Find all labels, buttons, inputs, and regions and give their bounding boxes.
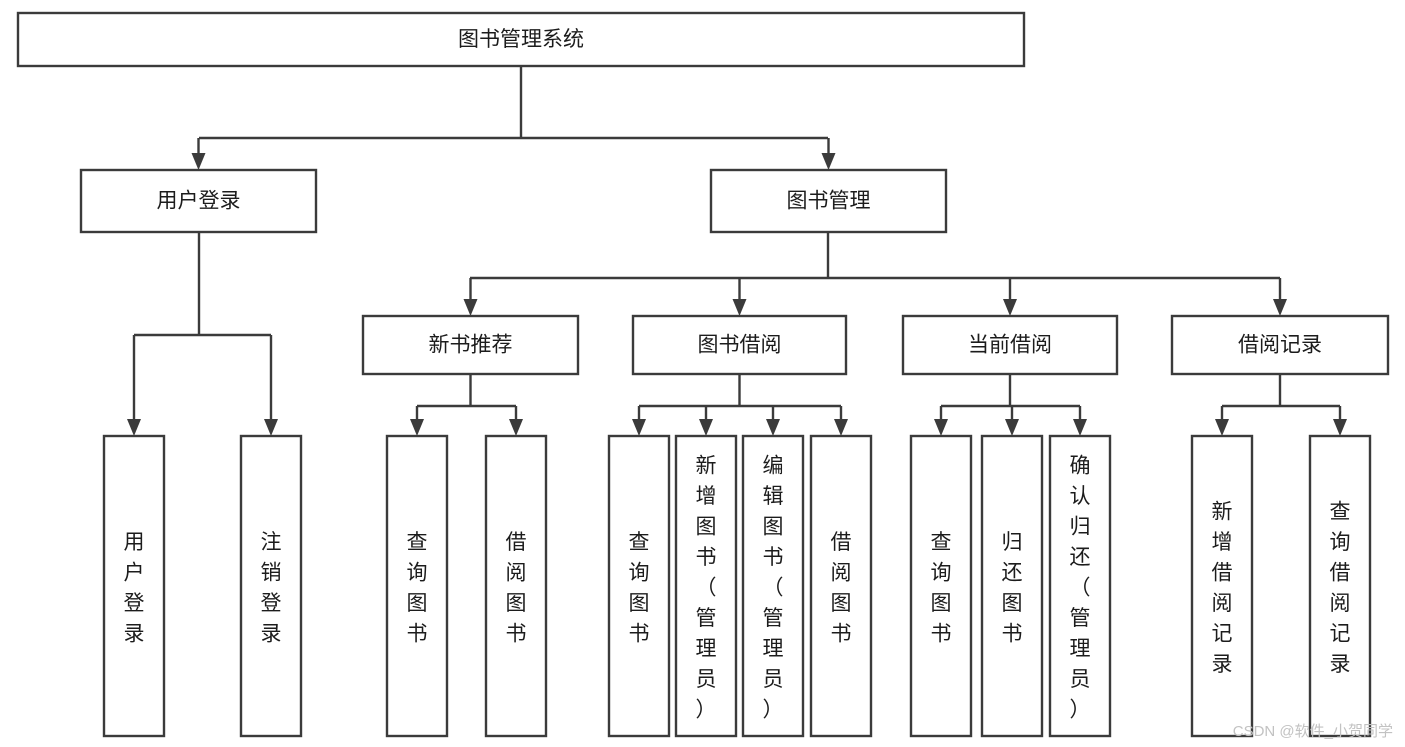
arrow-head-icon [632, 419, 646, 436]
arrow-head-icon [1073, 419, 1087, 436]
node-level1-0-box [79, 168, 318, 234]
arrow-head-icon [509, 419, 523, 436]
node-leaf-10-box [1048, 434, 1112, 738]
node-leaf-3-label: 借阅图书 [506, 531, 527, 646]
node-leaf-7[interactable]: 借阅图书 [809, 434, 873, 738]
node-leaf-0-box [102, 434, 166, 738]
node-leaf-12-label: 查询借阅记录 [1330, 500, 1351, 676]
node-level1-0[interactable]: 用户登录 [79, 168, 318, 234]
node-level2-3[interactable]: 借阅记录 [1170, 314, 1390, 376]
csdn-watermark: CSDN @软件_小贺同学 [1232, 723, 1393, 740]
node-leaf-8-box [909, 434, 973, 738]
arrow-head-icon [463, 299, 478, 316]
node-leaf-4[interactable]: 查询图书 [607, 434, 671, 738]
node-root-label: 图书管理系统 [458, 28, 584, 51]
node-leaf-7-label: 借阅图书 [831, 531, 852, 646]
node-level2-0-label: 新书推荐 [429, 334, 513, 357]
arrow-head-icon [191, 153, 206, 170]
node-leaf-6-box [741, 434, 805, 738]
node-leaf-2[interactable]: 查询图书 [385, 434, 449, 738]
arrow-head-icon [934, 419, 948, 436]
node-leaf-2-label: 查询图书 [407, 531, 428, 646]
node-leaf-8[interactable]: 查询图书 [909, 434, 973, 738]
node-level2-2-box [901, 314, 1119, 376]
arrow-head-icon [1005, 419, 1019, 436]
node-leaf-10-label: 确认归还（管理员） [1070, 455, 1091, 722]
arrow-head-icon [1003, 299, 1017, 316]
node-leaf-11-label: 新增借阅记录 [1212, 500, 1233, 676]
arrow-head-icon [766, 419, 780, 436]
node-root-box [16, 11, 1026, 68]
node-leaf-10[interactable]: 确认归还（管理员） [1048, 434, 1112, 738]
node-layer: 图书管理系统用户登录图书管理新书推荐图书借阅当前借阅借阅记录用户登录注销登录查询… [16, 11, 1390, 738]
node-leaf-9-label: 归还图书 [1002, 531, 1023, 646]
node-leaf-3-box [484, 434, 548, 738]
arrow-head-icon [1215, 419, 1229, 436]
arrow-head-icon [732, 299, 747, 316]
arrow-head-icon [834, 419, 848, 436]
node-leaf-7-box [809, 434, 873, 738]
node-leaf-1-box [239, 434, 303, 738]
node-level2-1[interactable]: 图书借阅 [631, 314, 848, 376]
node-level2-3-box [1170, 314, 1390, 376]
node-level2-0-box [361, 314, 580, 376]
arrow-head-icon [699, 419, 713, 436]
node-level2-0[interactable]: 新书推荐 [361, 314, 580, 376]
node-root[interactable]: 图书管理系统 [16, 11, 1026, 68]
node-leaf-8-label: 查询图书 [931, 531, 952, 646]
arrow-head-icon [127, 419, 141, 436]
node-leaf-0-label: 用户登录 [124, 531, 145, 646]
node-leaf-11-box [1190, 434, 1254, 738]
node-level1-0-label: 用户登录 [157, 190, 241, 213]
node-leaf-1-label: 注销登录 [261, 531, 282, 646]
node-leaf-3[interactable]: 借阅图书 [484, 434, 548, 738]
node-level1-1-box [709, 168, 948, 234]
node-level1-1-label: 图书管理 [787, 190, 871, 213]
arrow-head-icon [1333, 419, 1347, 436]
node-level1-1[interactable]: 图书管理 [709, 168, 948, 234]
node-leaf-12-box [1308, 434, 1372, 738]
arrow-head-icon [821, 153, 836, 170]
node-leaf-9[interactable]: 归还图书 [980, 434, 1044, 738]
node-leaf-6-label: 编辑图书（管理员） [763, 455, 784, 722]
node-leaf-11[interactable]: 新增借阅记录 [1190, 434, 1254, 738]
arrow-head-icon [264, 419, 278, 436]
node-leaf-5-box [674, 434, 738, 738]
arrow-head-icon [410, 419, 424, 436]
node-leaf-2-box [385, 434, 449, 738]
node-leaf-4-label: 查询图书 [629, 531, 650, 646]
node-leaf-5[interactable]: 新增图书（管理员） [674, 434, 738, 738]
arrow-head-icon [1273, 299, 1287, 316]
node-leaf-12[interactable]: 查询借阅记录 [1308, 434, 1372, 738]
node-leaf-1[interactable]: 注销登录 [239, 434, 303, 738]
node-level2-1-box [631, 314, 848, 376]
node-level2-1-label: 图书借阅 [698, 334, 782, 357]
node-leaf-0[interactable]: 用户登录 [102, 434, 166, 738]
node-leaf-9-box [980, 434, 1044, 738]
node-level2-3-label: 借阅记录 [1238, 334, 1322, 357]
connector-layer [127, 66, 1347, 436]
node-level2-2-label: 当前借阅 [968, 334, 1052, 357]
node-leaf-4-box [607, 434, 671, 738]
node-leaf-6[interactable]: 编辑图书（管理员） [741, 434, 805, 738]
node-level2-2[interactable]: 当前借阅 [901, 314, 1119, 376]
node-leaf-5-label: 新增图书（管理员） [696, 455, 717, 722]
